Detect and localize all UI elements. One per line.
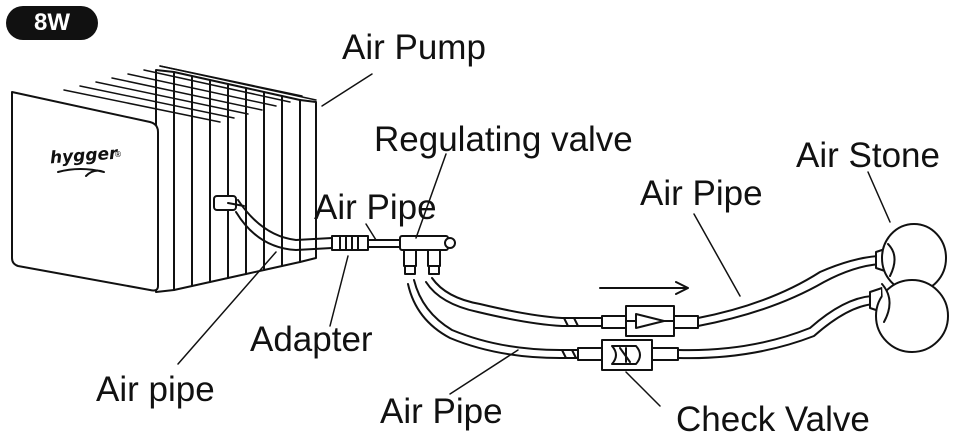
pump-fins	[155, 69, 317, 293]
lower-connector-left	[577, 347, 603, 361]
brand-registered-mark: ®	[114, 150, 122, 159]
adapter	[331, 235, 369, 251]
wattage-badge: 8W	[6, 6, 98, 40]
label-adapter: Adapter	[250, 320, 373, 359]
adapter-pipe	[367, 239, 403, 248]
upper-connector-left	[601, 315, 627, 329]
lower-connector-right	[651, 347, 679, 361]
upper-branch-pipe	[425, 277, 623, 327]
regulating-valve	[399, 235, 456, 275]
wattage-badge-text: 8W	[34, 9, 70, 36]
label-check-valve: Check Valve	[676, 400, 870, 439]
pump-front-panel	[11, 91, 159, 292]
upper-right-pipe	[697, 255, 881, 327]
pump-outlet	[213, 195, 245, 211]
lower-check-valve	[601, 339, 653, 371]
label-regulating-valve: Regulating valve	[374, 120, 633, 159]
upper-connector-right	[673, 315, 699, 329]
label-air-pump: Air Pump	[342, 28, 486, 67]
label-air-pipe-top: Air Pipe	[314, 188, 437, 227]
pipe-cut-marks	[561, 317, 579, 359]
lower-right-pipe	[677, 295, 875, 360]
main-air-pipe	[235, 199, 333, 251]
label-air-stone: Air Stone	[796, 136, 940, 175]
pump-logo-swoosh	[57, 168, 105, 177]
flow-arrow	[599, 281, 689, 295]
label-air-pipe-right: Air Pipe	[640, 174, 763, 213]
label-air-pipe-bottom: Air Pipe	[380, 392, 503, 431]
upper-check-valve	[625, 305, 675, 337]
pump-fin-edges	[63, 65, 317, 123]
leader-lines	[177, 73, 891, 407]
air-stone-lower	[869, 279, 949, 353]
label-air-pipe-left: Air pipe	[96, 370, 215, 409]
lower-branch-pipe	[407, 279, 601, 359]
